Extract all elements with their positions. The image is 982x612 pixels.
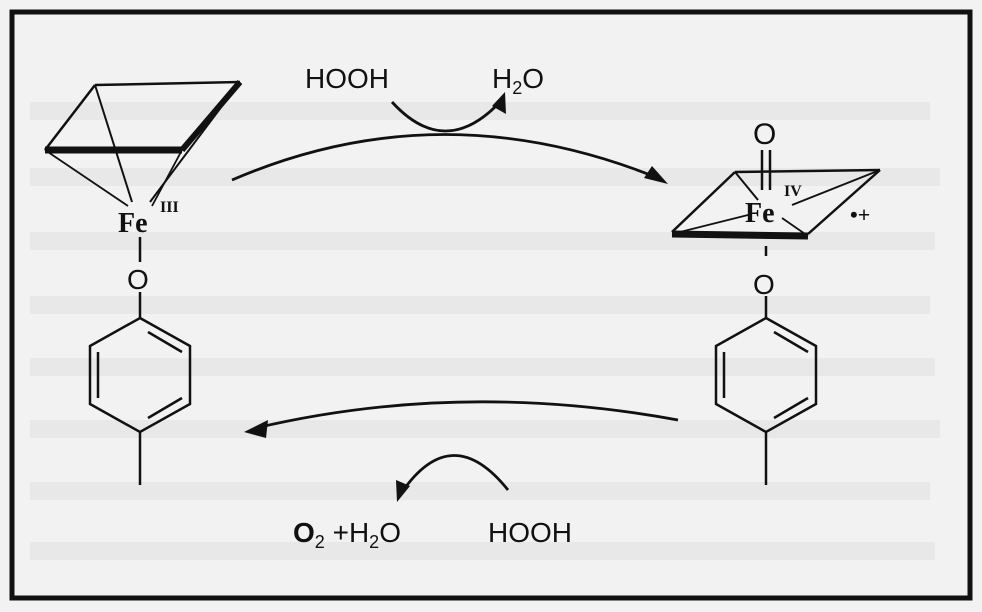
left-complex [44,80,243,485]
top-arrow [231,101,659,182]
bottom-arrowhead-main [244,420,268,438]
bottom-product-o2-water: O2 +H2O [293,517,401,552]
bottom-reactant-hooh: HOOH [488,517,572,548]
right-complex [671,150,881,485]
top-product-water: H2O [492,63,544,98]
right-o-label: O [753,269,775,300]
left-o-label: O [127,264,149,295]
bottom-arrow [255,400,679,493]
scan-bleed-through [30,102,940,560]
right-fe-label: Fe [745,198,775,229]
left-oxidation-state: III [160,199,179,216]
top-arrowhead-main [644,166,668,184]
right-radical-cation: •+ [850,202,870,227]
top-arrowhead-small [492,92,506,114]
diagram-border [9,9,973,601]
right-oxidation-state: IV [784,183,802,200]
left-fe-label: Fe [118,208,148,239]
bottom-arrowhead-small [396,480,410,502]
top-reactant-hooh: HOOH [305,63,389,94]
right-oxo-label: O [753,118,776,151]
